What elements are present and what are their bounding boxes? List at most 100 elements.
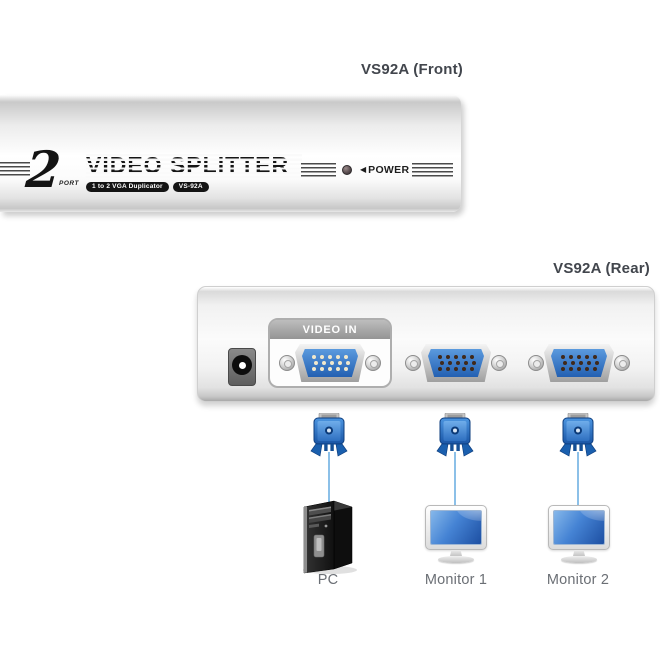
vga-shell xyxy=(295,344,365,382)
front-panel: 2 PORT VIDEO SPLITTER ◀ POWER 1 to 2 VGA… xyxy=(0,95,461,212)
screw-post-icon xyxy=(365,355,381,371)
screw-post-icon xyxy=(614,355,630,371)
vga-pin xyxy=(470,355,474,359)
vga-pin xyxy=(594,361,599,365)
vga-pin xyxy=(446,355,450,359)
vga-pin xyxy=(593,367,597,371)
vga-pin xyxy=(585,367,589,371)
power-text: POWER xyxy=(368,163,410,176)
vga-plug-icon xyxy=(559,413,597,457)
vga-cable-pc xyxy=(328,452,330,502)
vga-pin xyxy=(336,355,340,359)
vga-port-monitor-out-2 xyxy=(524,340,634,386)
vga-pin xyxy=(462,367,466,371)
vga-pin xyxy=(320,367,324,371)
vga-pin xyxy=(320,355,324,359)
video-in-label: VIDEO IN xyxy=(270,320,390,339)
decor-stripes-right xyxy=(412,163,453,177)
vga-pin xyxy=(344,367,348,371)
dc-power-jack xyxy=(228,348,256,386)
screw-post-icon xyxy=(405,355,421,371)
screw-post-icon xyxy=(491,355,507,371)
power-arrow-icon: ◀ xyxy=(360,165,367,174)
vga-pin xyxy=(585,355,589,359)
vga-pin xyxy=(438,367,442,371)
port-count-numeral: 2 xyxy=(23,140,63,199)
vga-pin xyxy=(321,361,326,365)
vga-pin xyxy=(345,361,350,365)
vga-pin xyxy=(593,355,597,359)
front-badges: 1 to 2 VGA Duplicator VS-92A xyxy=(86,182,209,192)
vga-pin xyxy=(446,367,450,371)
monitor-screen xyxy=(430,510,482,545)
vga-pin xyxy=(577,367,581,371)
vga-pin xyxy=(577,355,581,359)
vga-cable-monitor-1 xyxy=(454,452,456,507)
vga-pin xyxy=(344,355,348,359)
vga-pin xyxy=(562,361,567,365)
decor-stripes-left xyxy=(0,162,30,176)
monitor-bezel xyxy=(425,505,487,550)
vga-pin xyxy=(570,361,575,365)
vga-pin xyxy=(328,367,332,371)
vga-connector-face xyxy=(551,349,607,377)
vga-pin xyxy=(336,367,340,371)
monitor-base xyxy=(438,556,474,563)
vga-pin xyxy=(569,367,573,371)
vga-pin xyxy=(586,361,591,365)
decor-stripes-mid xyxy=(301,163,336,177)
duplicator-badge: 1 to 2 VGA Duplicator xyxy=(86,182,169,192)
vga-pin xyxy=(337,361,342,365)
vga-pin xyxy=(329,361,334,365)
vga-pin xyxy=(454,355,458,359)
rear-view-label: VS92A (Rear) xyxy=(553,260,650,277)
rear-panel: VIDEO IN xyxy=(197,286,655,402)
vga-pin xyxy=(439,361,444,365)
dc-jack-pin xyxy=(238,361,246,369)
monitor-icon xyxy=(548,505,610,563)
monitor1-label: Monitor 1 xyxy=(424,572,488,588)
vga-plug-icon xyxy=(436,413,474,457)
vga-shell xyxy=(544,344,614,382)
vga-pin xyxy=(438,355,442,359)
front-view-label: VS92A (Front) xyxy=(360,61,463,78)
monitor-neck xyxy=(573,550,585,556)
vga-pin xyxy=(312,355,316,359)
vga-pin xyxy=(312,367,316,371)
vga-pin xyxy=(470,367,474,371)
power-led xyxy=(342,165,352,175)
vga-port-monitor-out-1 xyxy=(401,340,511,386)
vga-pin xyxy=(463,361,468,365)
port-word-label: PORT xyxy=(59,180,79,187)
product-logo: VIDEO SPLITTER xyxy=(86,152,302,178)
vga-pin xyxy=(454,367,458,371)
vga-port-video-in xyxy=(275,340,385,386)
vga-pin xyxy=(561,367,565,371)
model-badge: VS-92A xyxy=(172,182,209,192)
dc-jack-hole xyxy=(232,355,252,375)
power-indicator-label: ◀ POWER xyxy=(360,163,409,176)
vga-pin xyxy=(569,355,573,359)
monitor2-label: Monitor 2 xyxy=(546,572,610,588)
product-name-text: VIDEO SPLITTER xyxy=(86,152,290,178)
pc-tower-icon xyxy=(303,500,357,574)
vga-cable-monitor-2 xyxy=(577,452,579,507)
vga-pin xyxy=(561,355,565,359)
vga-connector-face xyxy=(428,349,484,377)
vga-pin xyxy=(447,361,452,365)
vga-pin xyxy=(578,361,583,365)
vga-pin xyxy=(313,361,318,365)
monitor-bezel xyxy=(548,505,610,550)
monitor-base xyxy=(561,556,597,563)
vga-pin xyxy=(471,361,476,365)
vga-pin xyxy=(328,355,332,359)
monitor-screen xyxy=(553,510,605,545)
vga-pin xyxy=(462,355,466,359)
screw-post-icon xyxy=(279,355,295,371)
vga-pin xyxy=(455,361,460,365)
vga-connector-face xyxy=(302,349,358,377)
vga-plug-icon xyxy=(310,413,348,457)
pc-label: PC xyxy=(317,572,339,588)
screw-post-icon xyxy=(528,355,544,371)
monitor-icon xyxy=(425,505,487,563)
